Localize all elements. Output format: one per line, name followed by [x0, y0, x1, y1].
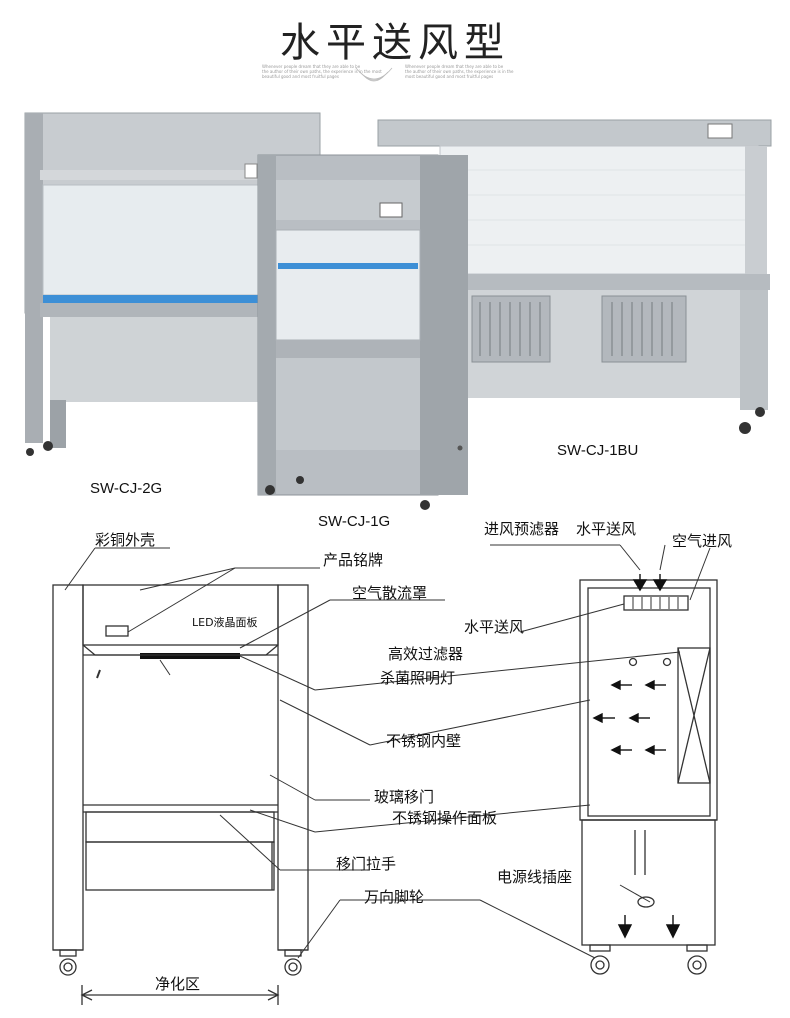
label-clean-zone: 净化区 [155, 973, 200, 994]
airflow-arrows [594, 574, 679, 937]
label-diffuser: 空气散流罩 [352, 582, 427, 603]
label-work-surface: 不锈钢操作面板 [392, 807, 497, 828]
label-prefilter: 进风预滤器 [484, 518, 559, 539]
label-casters: 万向脚轮 [364, 886, 424, 907]
label-power-socket: 电源线插座 [497, 866, 572, 887]
front-view [53, 585, 308, 1005]
label-door-handle: 移门拉手 [336, 853, 396, 874]
side-view [580, 580, 717, 974]
label-glass-door: 玻璃移门 [374, 786, 434, 807]
label-led-panel: LED液晶面板 [192, 614, 258, 630]
label-horizontal-supply-top: 水平送风 [576, 518, 636, 539]
label-uv-lamp: 杀菌照明灯 [380, 667, 455, 688]
label-hepa: 高效过滤器 [388, 643, 463, 664]
label-horizontal-supply: 水平送风 [464, 616, 524, 637]
label-shell: 彩铜外壳 [95, 529, 155, 550]
label-air-inlet: 空气进风 [672, 530, 732, 551]
label-nameplate: 产品铭牌 [323, 549, 383, 570]
label-inner-wall: 不锈钢内壁 [386, 730, 461, 751]
